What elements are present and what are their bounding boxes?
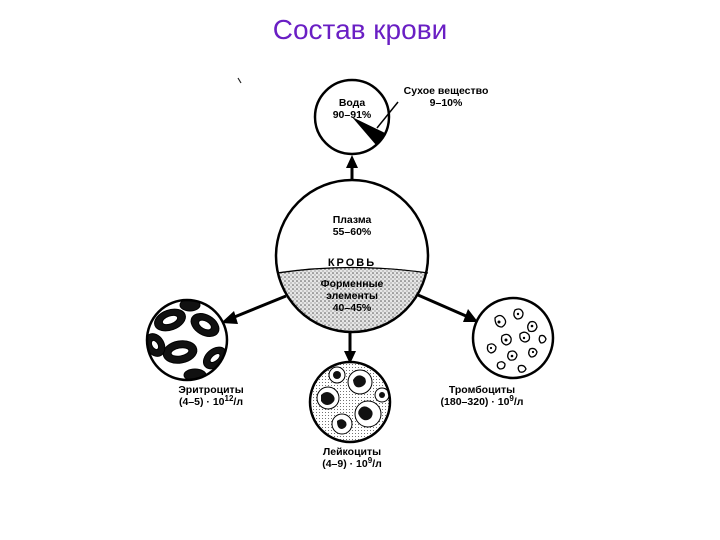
dry-matter-leader <box>376 101 399 129</box>
arrow-to-platelets <box>417 293 478 322</box>
formed-elements-value: 40–45% <box>333 302 372 314</box>
arrow-to-leukocytes <box>344 331 356 364</box>
water-name: Вода <box>339 97 366 109</box>
platelets-circle <box>471 296 555 380</box>
platelets-count: (180–320) · 109/л <box>441 394 524 408</box>
leukocytes-count: (4–9) · 109/л <box>322 456 382 470</box>
arrow-to-erythrocytes <box>221 294 287 324</box>
leukocytes-circle <box>308 360 392 444</box>
formed-elements-line2: элементы <box>326 290 378 302</box>
slide-title: Состав крови <box>272 14 448 45</box>
erythrocytes-name: Эритроциты <box>178 384 243 396</box>
formed-elements-line1: Форменные <box>321 278 384 290</box>
water-circle <box>313 78 391 156</box>
blood-label: КРОВЬ <box>328 257 376 269</box>
platelets-name: Тромбоциты <box>449 384 515 396</box>
erythrocytes-count: (4–5) · 1012/л <box>179 394 243 408</box>
plasma-name: Плазма <box>333 214 372 226</box>
dry-matter-value: 9–10% <box>430 97 463 109</box>
leukocytes-name: Лейкоциты <box>323 446 381 458</box>
erythrocytes-circle <box>145 298 229 382</box>
stray-mark <box>237 77 242 84</box>
water-value: 90–91% <box>333 109 372 121</box>
plasma-value: 55–60% <box>333 226 372 238</box>
dry-matter-wedge <box>352 117 385 145</box>
dry-matter-name: Сухое вещество <box>404 85 489 97</box>
arrow-to-water <box>346 155 358 180</box>
